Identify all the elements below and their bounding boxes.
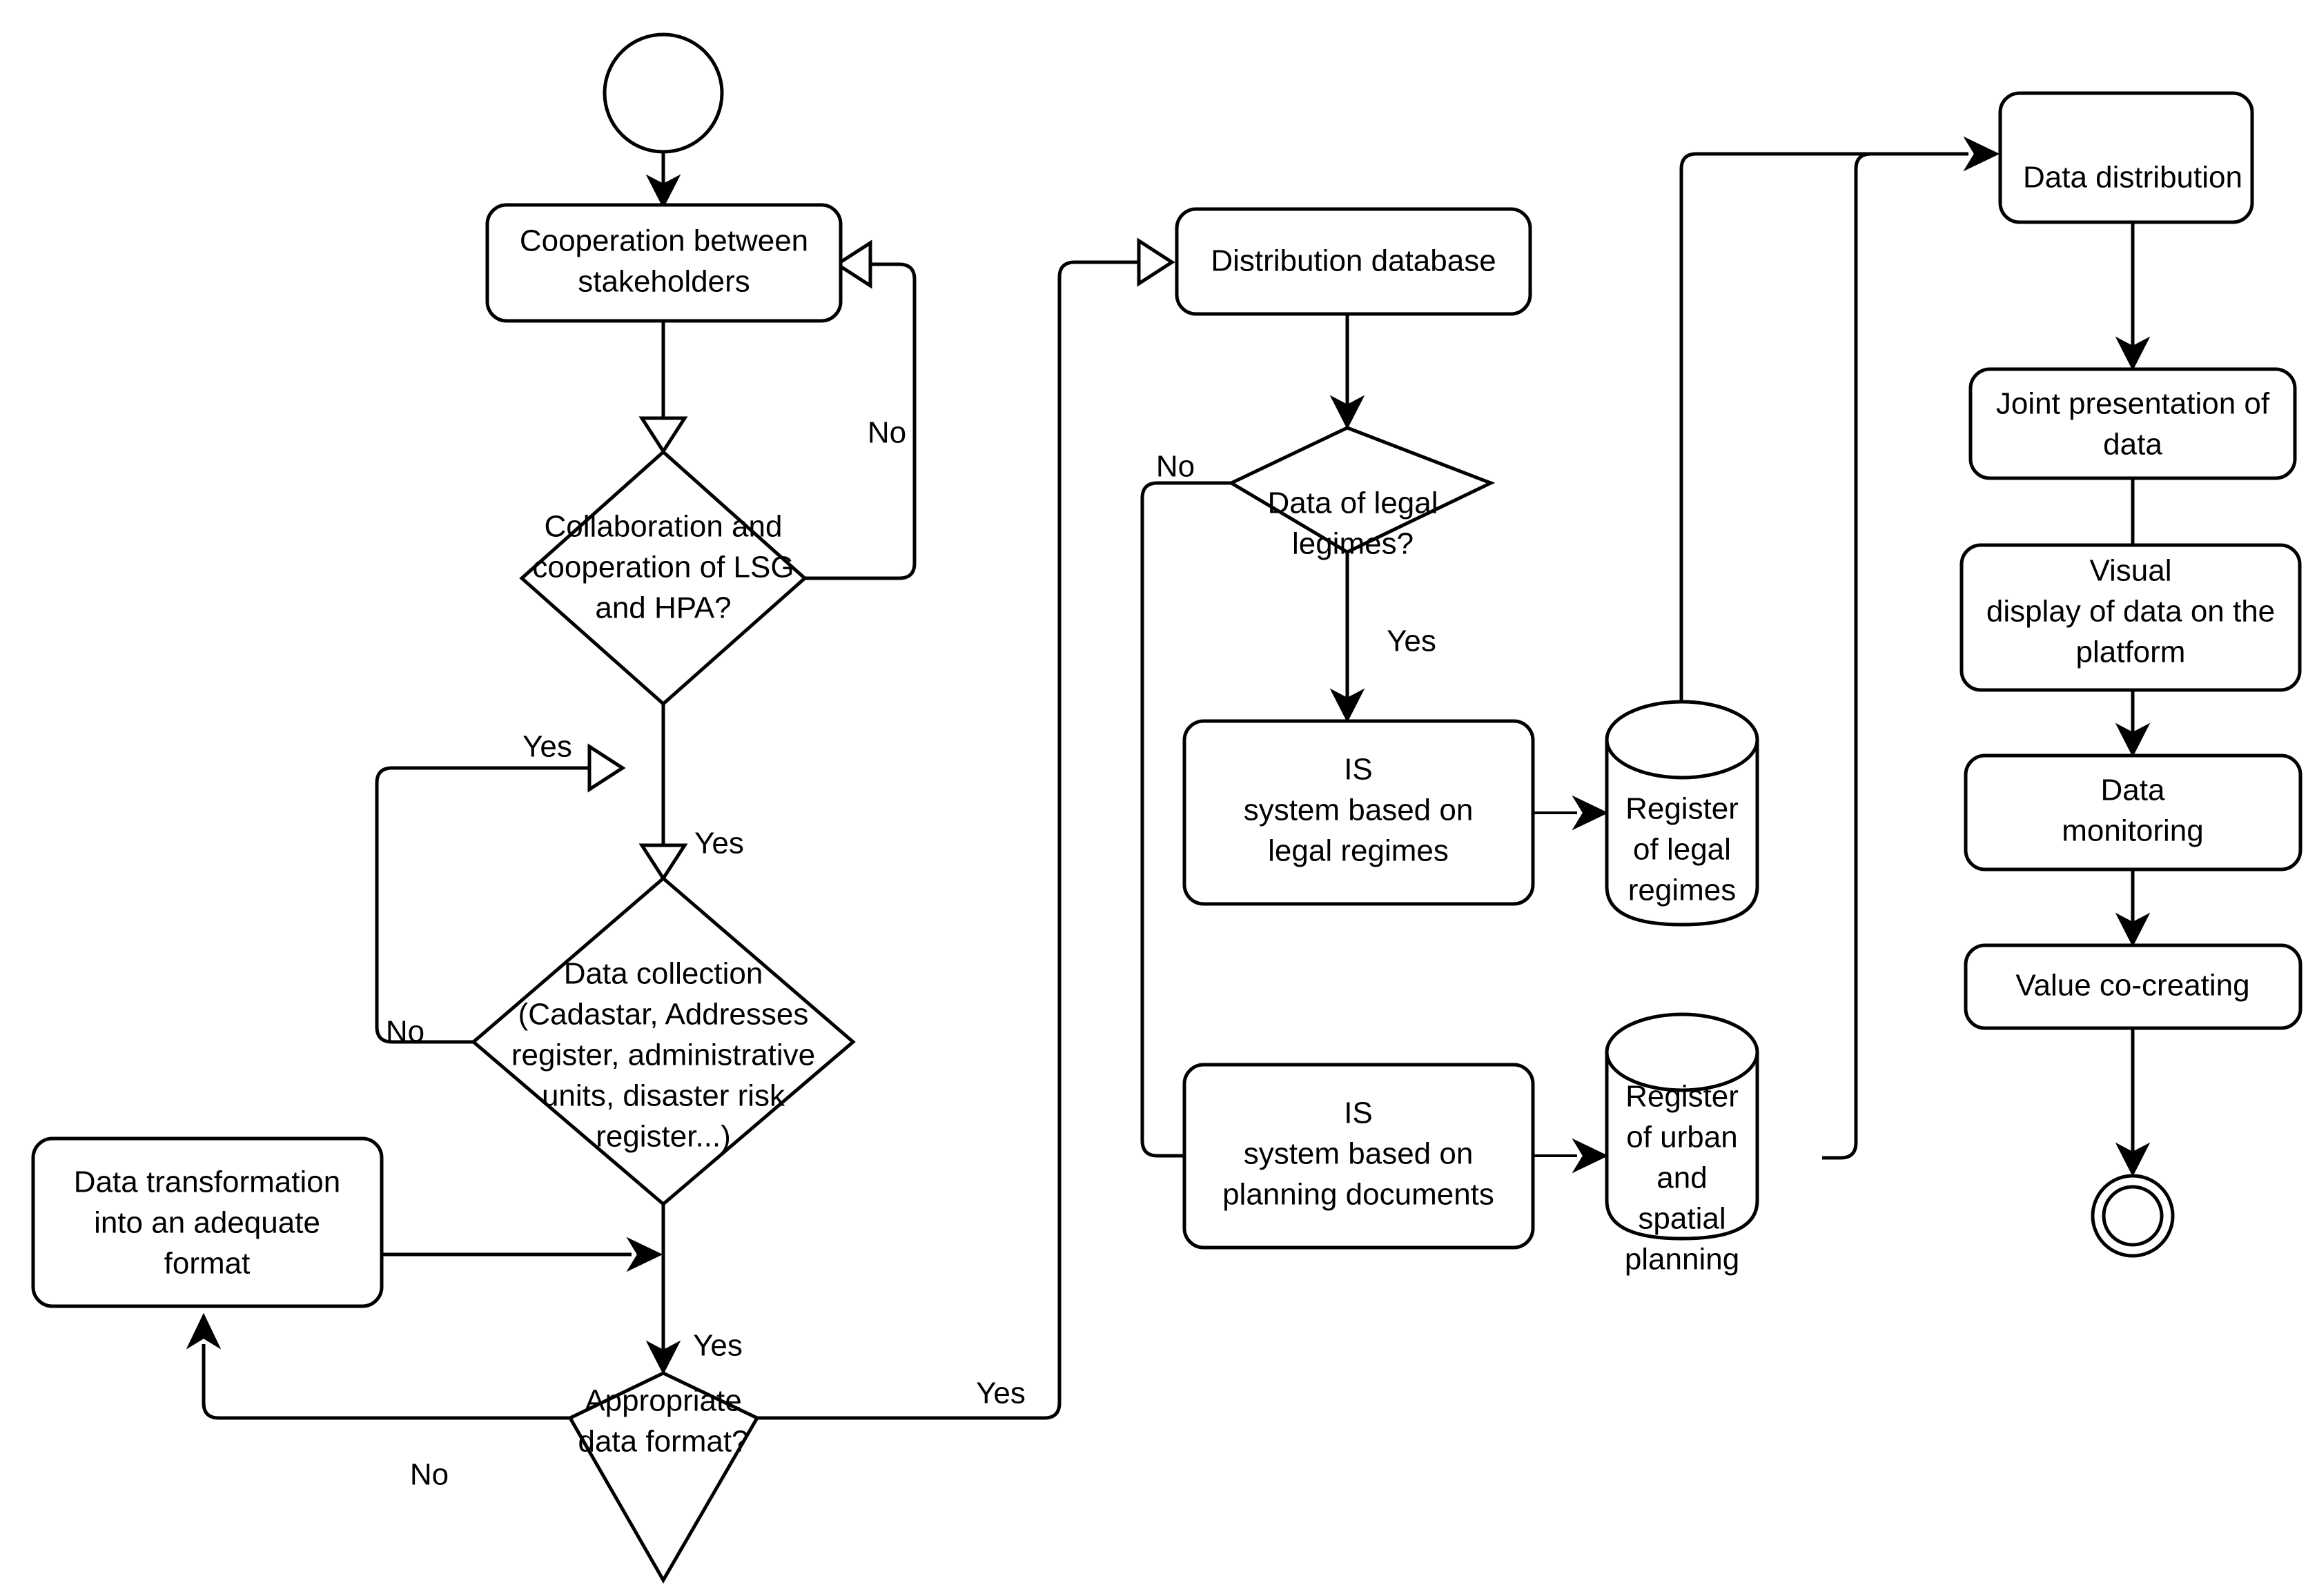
edge-label-format-no: No xyxy=(410,1458,449,1492)
edge-label-legal-yes: Yes xyxy=(1387,624,1436,658)
edge-is-planning-to-register-urban xyxy=(1532,1138,1609,1174)
edge-distribution-db-to-legal-decision xyxy=(1329,314,1365,430)
edge-label-collection-no: No xyxy=(386,1015,424,1049)
node-legal-regimes-decision[interactable]: Data of legal legimes? xyxy=(1227,426,1496,561)
end-node[interactable] xyxy=(2091,1174,2175,1258)
node-label-line: Cooperation between xyxy=(520,224,808,258)
node-label-line: Value co-creating xyxy=(2015,969,2249,1003)
node-value-cocreating[interactable]: Value co-creating xyxy=(1964,943,2303,1030)
node-label-line: Visual xyxy=(2089,554,2171,588)
node-format-decision[interactable]: Appropriate data format? xyxy=(567,1371,760,1584)
node-label-line: Data xyxy=(2101,774,2165,807)
node-label-line: cooperation of LSG xyxy=(532,551,794,584)
edge-visual-display-to-data-monitoring xyxy=(2115,690,2151,758)
node-label-line: regimes xyxy=(1628,874,1737,907)
node-label-line: spatial xyxy=(1638,1202,1725,1236)
edge-collab-yes-to-data-collection xyxy=(638,704,688,882)
node-label-line: units, disaster risk xyxy=(542,1079,785,1113)
node-label-line: Distribution database xyxy=(1211,244,1496,278)
edge-format-yes-to-distribution-db xyxy=(757,237,1175,1420)
edge-label-format-yes-right: Yes xyxy=(976,1377,1026,1410)
edge-transformation-to-stem xyxy=(381,1237,663,1272)
edge-format-no-to-transformation xyxy=(186,1312,570,1420)
node-is-system-legal-regimes[interactable]: IS system based on legal regimes xyxy=(1182,719,1535,906)
node-label-line: and xyxy=(1656,1161,1707,1195)
node-label-line: planning xyxy=(1625,1243,1739,1277)
node-visual-display-of-data[interactable]: Visual display of data on the platform xyxy=(1959,543,2302,692)
node-label-line: data xyxy=(2103,428,2162,462)
edge-collection-to-format-decision xyxy=(645,1204,681,1375)
node-label-line: Register xyxy=(1625,1080,1739,1114)
node-register-urban-spatial-planning[interactable]: Register of urban and spatial planning xyxy=(1605,1012,1759,1277)
edge-collab-no-loop xyxy=(805,239,917,580)
edge-label-collection-yes-down: Yes xyxy=(694,827,744,860)
edge-label-collab-yes: Yes xyxy=(522,730,572,764)
node-label-line: system based on xyxy=(1244,794,1474,827)
edge-label-collab-no: No xyxy=(868,416,906,450)
node-label-line: Appropriate xyxy=(585,1384,741,1418)
node-data-distribution[interactable]: Data distribution xyxy=(1998,91,2254,224)
node-label-line: platform xyxy=(2076,636,2186,669)
node-label-line: IS xyxy=(1344,753,1373,787)
node-label-line: system based on xyxy=(1244,1137,1474,1171)
node-label-line: IS xyxy=(1344,1096,1373,1130)
node-label-line: register...) xyxy=(596,1120,731,1154)
edge-label-format-yes-top: Yes xyxy=(693,1329,743,1363)
node-label-line: monitoring xyxy=(2062,814,2203,848)
node-label-line: Collaboration and xyxy=(545,510,783,544)
node-label-line: (Cadastar, Addresses xyxy=(518,998,809,1032)
node-label-line: of urban xyxy=(1626,1121,1737,1154)
node-label-line: stakeholders xyxy=(578,265,750,299)
node-label-line: and HPA? xyxy=(595,591,731,625)
edge-data-monitoring-to-value-cocreating xyxy=(2115,869,2151,947)
node-register-legal-regimes[interactable]: Register of legal regimes xyxy=(1605,700,1759,927)
edge-value-cocreating-to-end xyxy=(2115,1028,2151,1177)
node-label-line: Data of legal xyxy=(1267,486,1438,520)
node-label-line: display of data on the xyxy=(1986,595,2275,629)
node-label-line: Data distribution xyxy=(2023,161,2242,195)
node-data-monitoring[interactable]: Data monitoring xyxy=(1964,753,2303,871)
edge-is-legal-to-register-legal xyxy=(1532,795,1609,831)
edge-register-legal-to-data-distribution xyxy=(1679,136,2000,701)
node-joint-presentation-of-data[interactable]: Joint presentation of data xyxy=(1968,367,2297,480)
node-label-line: of legal xyxy=(1633,833,1731,867)
node-cooperation-between-stakeholders[interactable]: Cooperation between stakeholders xyxy=(485,203,843,323)
node-data-collection-decision[interactable]: Data collection (Cadastar, Addresses reg… xyxy=(471,876,856,1207)
edge-collection-no-loop xyxy=(375,743,626,1044)
start-node[interactable] xyxy=(603,32,724,154)
node-distribution-database[interactable]: Distribution database xyxy=(1175,207,1532,316)
node-label-line: into an adequate xyxy=(94,1206,320,1240)
node-label-line: Joint presentation of xyxy=(1996,387,2270,421)
edge-label-legal-no: No xyxy=(1156,450,1195,484)
edge-legal-yes-to-is-legal xyxy=(1329,552,1365,723)
edge-cooperation-to-collab-decision xyxy=(638,321,688,455)
node-collaboration-decision[interactable]: Collaboration and cooperation of LSG and… xyxy=(519,449,808,707)
node-is-system-planning-documents[interactable]: IS system based on planning documents xyxy=(1182,1063,1535,1250)
node-label-line: legimes? xyxy=(1292,527,1414,561)
edge-start-to-cooperation xyxy=(645,153,681,209)
edge-register-urban-to-data-distribution xyxy=(1822,152,1968,1160)
node-label-line: Data transformation xyxy=(74,1165,340,1199)
node-label-line: register, administrative xyxy=(511,1038,815,1072)
node-label-line: planning documents xyxy=(1222,1178,1494,1212)
node-label-line: data format? xyxy=(578,1425,748,1459)
node-label-line: format xyxy=(164,1247,251,1281)
edge-data-distribution-to-joint-presentation xyxy=(2115,222,2151,371)
node-data-transformation[interactable]: Data transformation into an adequate for… xyxy=(31,1136,384,1308)
node-label-line: Register xyxy=(1625,792,1739,826)
node-label-line: Data collection xyxy=(564,957,763,991)
node-label-line: legal regimes xyxy=(1268,834,1449,868)
